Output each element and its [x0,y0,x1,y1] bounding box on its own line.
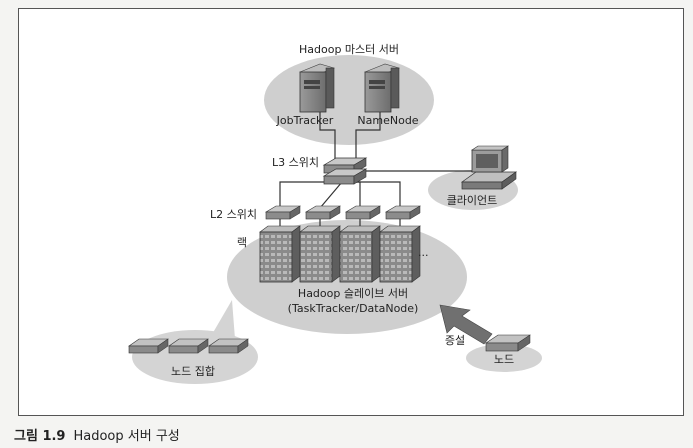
figure-number: 그림 1.9 [14,429,66,444]
figure-title: Hadoop 서버 구성 [73,429,180,444]
master-area [264,55,434,145]
l3-switch-label: L3 스위치 [272,156,319,169]
node-set-label: 노드 집합 [171,365,215,378]
rack-icon [379,225,421,283]
node-label: 노드 [494,353,514,366]
jobtracker-server-icon [299,63,335,113]
node-set-box-icon [168,338,209,354]
namenode-server-icon [364,63,400,113]
client-computer-icon [460,145,518,190]
scale-out-arrow-icon [439,304,493,345]
rack-icon [339,225,381,283]
rack-icon [259,225,301,283]
l3-switch-icon [322,157,368,185]
namenode-label: NameNode [357,114,418,127]
client-label: 클라이언트 [447,194,498,207]
rack-label: 랙 [237,236,247,249]
master-server-label: Hadoop 마스터 서버 [299,43,399,56]
new-node-box-icon [485,334,531,352]
scale-out-label: 증설 [445,334,465,347]
l2-switch-icon [264,205,302,220]
node-set-box-icon [208,338,249,354]
ellipsis-label: ... [418,246,429,259]
figure-caption: 그림 1.9 Hadoop 서버 구성 [14,425,180,444]
l2-switch-label: L2 스위치 [210,208,257,221]
rack-icon [299,225,341,283]
l2-switch-icon [384,205,422,220]
l2-switch-icon [344,205,382,220]
new-node-area [466,344,542,372]
slave-server-label: Hadoop 슬레이브 서버 [298,287,408,300]
slave-server-roles-label: (TaskTracker/DataNode) [288,302,419,315]
l2-switch-icon [304,205,342,220]
jobtracker-label: JobTracker [276,114,334,127]
node-set-box-icon [128,338,169,354]
